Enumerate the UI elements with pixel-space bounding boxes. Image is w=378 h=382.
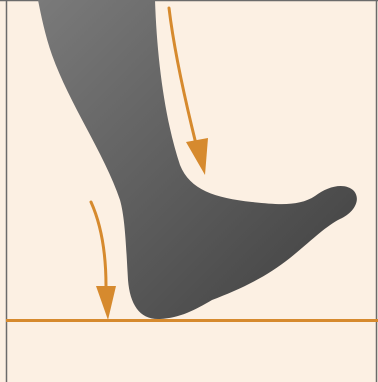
foot-strike-diagram: [0, 0, 378, 382]
